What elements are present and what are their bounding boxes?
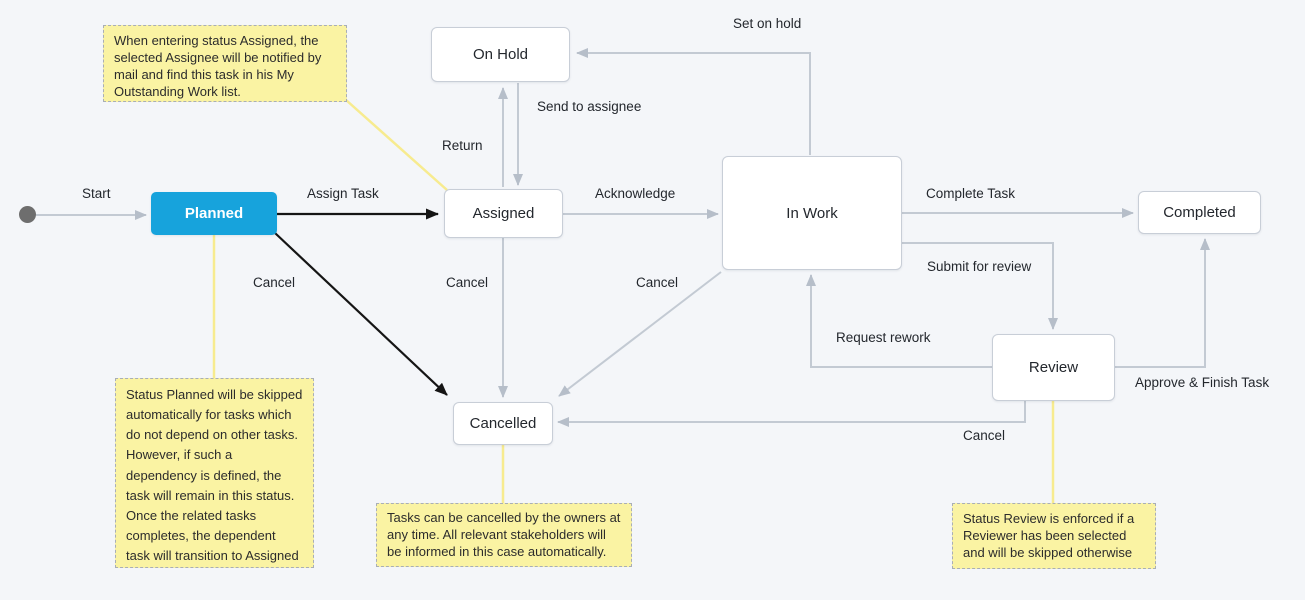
node-on-hold[interactable]: On Hold bbox=[431, 27, 570, 82]
edge-label-start: Start bbox=[82, 186, 111, 201]
node-review-label: Review bbox=[1028, 359, 1079, 376]
edge-review-cancelled-cancel bbox=[557, 401, 1026, 427]
edge-inwork-onhold-setonhold bbox=[576, 48, 811, 155]
node-planned-label: Planned bbox=[184, 205, 244, 222]
node-assigned-label: Assigned bbox=[472, 205, 535, 222]
note-cancelled-text: Tasks can be cancelled by the owners at … bbox=[387, 510, 621, 559]
start-event-node[interactable] bbox=[19, 206, 36, 223]
edge-inwork-cancelled-cancel bbox=[558, 271, 722, 397]
node-in-work-label: In Work bbox=[786, 204, 838, 222]
node-in-work[interactable]: In Work bbox=[722, 156, 902, 270]
edge-label-approve-finish-task: Approve & Finish Task bbox=[1135, 375, 1270, 390]
node-review[interactable]: Review bbox=[992, 334, 1115, 401]
edge-label-set-on-hold: Set on hold bbox=[733, 16, 802, 31]
edge-label-cancel-from-assigned: Cancel bbox=[446, 275, 489, 290]
edge-label-submit-for-review: Submit for review bbox=[927, 259, 1032, 274]
note-planned-text: Status Planned will be skipped automatic… bbox=[126, 387, 303, 564]
node-on-hold-label: On Hold bbox=[472, 46, 529, 63]
edge-label-complete-task: Complete Task bbox=[926, 186, 1016, 201]
node-completed-label: Completed bbox=[1163, 204, 1236, 221]
edge-label-acknowledge: Acknowledge bbox=[595, 186, 676, 201]
edge-inwork-review-submit bbox=[902, 242, 1058, 330]
node-cancelled[interactable]: Cancelled bbox=[453, 402, 553, 445]
note-assigned-text: When entering status Assigned, the selec… bbox=[114, 33, 322, 100]
edge-label-cancel-from-planned: Cancel bbox=[253, 275, 296, 290]
note-review[interactable]: Status Review is enforced if a Reviewer … bbox=[952, 503, 1156, 569]
node-planned[interactable]: Planned bbox=[151, 192, 277, 235]
note-assigned[interactable]: When entering status Assigned, the selec… bbox=[103, 25, 347, 102]
note-cancelled[interactable]: Tasks can be cancelled by the owners at … bbox=[376, 503, 632, 567]
edge-label-cancel-from-in-work: Cancel bbox=[636, 275, 679, 290]
node-assigned[interactable]: Assigned bbox=[444, 189, 563, 238]
note-planned[interactable]: Status Planned will be skipped automatic… bbox=[115, 378, 314, 568]
edge-label-request-rework: Request rework bbox=[836, 330, 931, 345]
node-cancelled-label: Cancelled bbox=[469, 415, 537, 432]
edge-review-inwork-requestrework bbox=[806, 274, 992, 368]
note-review-text: Status Review is enforced if a Reviewer … bbox=[963, 511, 1135, 561]
edge-planned-cancelled-cancel bbox=[274, 232, 448, 396]
edge-label-cancel-from-review: Cancel bbox=[963, 428, 1006, 443]
edge-label-send-to-assignee: Send to assignee bbox=[537, 99, 642, 114]
node-completed[interactable]: Completed bbox=[1138, 191, 1261, 234]
edge-label-assign-task: Assign Task bbox=[307, 186, 379, 201]
edge-review-completed-approve bbox=[1115, 238, 1210, 368]
edge-label-return: Return bbox=[442, 138, 483, 153]
connector-note-assigned bbox=[345, 99, 448, 191]
